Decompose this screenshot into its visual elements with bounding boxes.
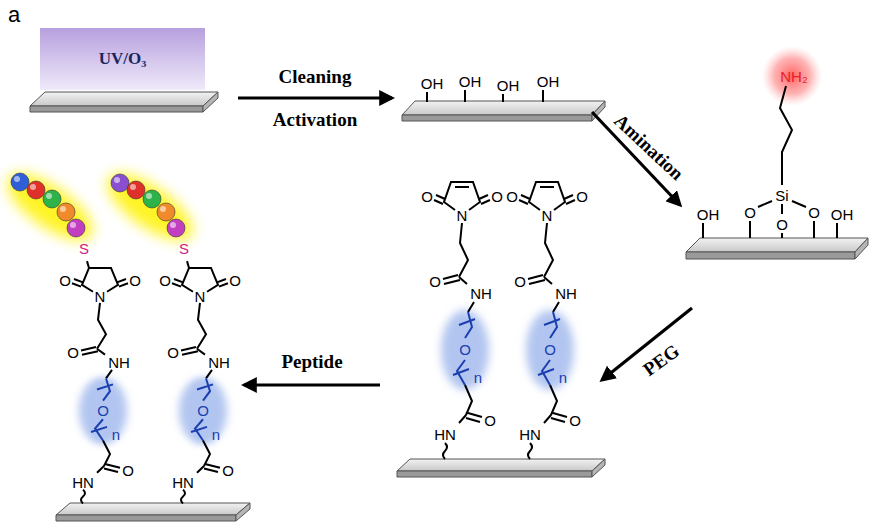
atom-label: HN <box>72 475 94 490</box>
atom-label: O <box>776 217 788 232</box>
atom-label: HN <box>434 427 456 442</box>
atom-label: S <box>179 241 189 256</box>
atom-label: O <box>129 272 141 287</box>
atom-label: O <box>222 463 234 478</box>
atom-label: n <box>559 370 567 385</box>
atom-label: O <box>122 463 134 478</box>
atom-label: OH <box>497 78 520 93</box>
step-label: Cleaning <box>279 67 352 86</box>
atom-label: O <box>67 345 79 360</box>
atom-label: n <box>212 426 220 441</box>
hydroxylated-surface: OH OH OH OH <box>400 68 600 123</box>
peg-maleimide-surface: ONOONHOnOHNONOONHOnOHN <box>395 180 605 480</box>
atom-label: N <box>542 208 553 223</box>
atom-label: O <box>197 402 209 417</box>
atom-label: NH <box>208 355 230 370</box>
step-label: Peptide <box>281 352 342 371</box>
atom-label: Si <box>775 188 788 203</box>
atom-label: O <box>491 189 503 204</box>
atom-label: O <box>808 205 820 220</box>
uv-ozone-box: UV/O₃ <box>40 28 205 90</box>
atom-label: O <box>229 272 241 287</box>
process-label: UV/O₃ <box>99 49 147 69</box>
atom-label: O <box>97 402 109 417</box>
atom-label: O <box>459 342 471 357</box>
process-arrow <box>244 383 380 386</box>
atom-label: N <box>457 208 468 223</box>
panel-letter: a <box>8 2 20 28</box>
atom-label: n <box>474 370 482 385</box>
atom-label: O <box>167 345 179 360</box>
atom-label: NH <box>108 355 130 370</box>
atom-label: O <box>514 274 526 289</box>
aminated-surface: NH₂ SiO O O OH OH <box>680 50 870 265</box>
atom-label: O <box>576 189 588 204</box>
atom-label: O <box>159 272 171 287</box>
atom-label: S <box>79 241 89 256</box>
atom-label: O <box>544 342 556 357</box>
atom-label: OH <box>537 74 560 89</box>
atom-label: O <box>506 189 518 204</box>
atom-label: n <box>112 426 120 441</box>
peptide-surface: SONOONHOnOHNSONOONHOnOHN <box>20 150 242 520</box>
atom-label: O <box>59 272 71 287</box>
atom-label: OH <box>831 207 854 222</box>
atom-label: O <box>421 189 433 204</box>
atom-label: O <box>569 413 581 428</box>
atom-label: OH <box>421 76 444 91</box>
atom-label: HN <box>519 427 541 442</box>
process-arrow <box>238 96 392 99</box>
atom-label: NH <box>555 286 577 301</box>
atom-label: OH <box>459 74 482 89</box>
atom-label: HN <box>172 475 194 490</box>
atom-label: NH <box>470 286 492 301</box>
atom-label: N <box>95 289 106 304</box>
atom-label: N <box>195 289 206 304</box>
process-arrow <box>602 308 692 380</box>
atom-label: O <box>484 413 496 428</box>
step-label: Activation <box>273 109 357 131</box>
atom-label: OH <box>697 207 720 222</box>
atom-label: NH₂ <box>780 69 808 84</box>
atom-label: O <box>429 274 441 289</box>
atom-label: O <box>744 205 756 220</box>
